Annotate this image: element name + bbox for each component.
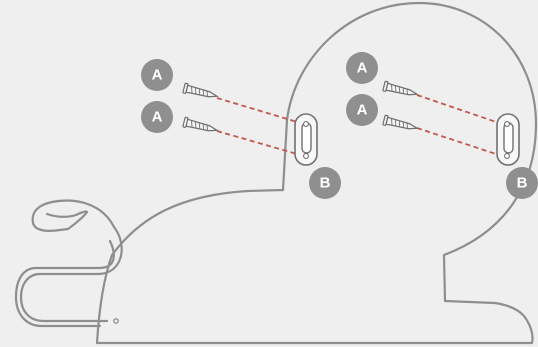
- label-badge-a-right-bottom: A: [346, 94, 378, 126]
- label-a-text: A: [152, 67, 163, 84]
- label-a-text: A: [357, 102, 368, 119]
- base-hole: [113, 318, 119, 324]
- screw-right-bottom: [382, 114, 419, 134]
- screw-left-bottom: [182, 116, 219, 136]
- label-badge-a-right-top: A: [346, 52, 378, 84]
- label-a-text: A: [357, 60, 368, 77]
- guide-line-right-bottom: [416, 127, 503, 157]
- label-badge-a-left-bottom: A: [141, 101, 173, 133]
- guide-line-left-top: [216, 97, 305, 125]
- cable-loop: [14, 239, 115, 328]
- label-a-text: A: [152, 109, 163, 126]
- bracket-right: [496, 113, 520, 166]
- guide-line-right-top: [416, 94, 503, 125]
- bracket-left: [294, 113, 318, 166]
- screw-left-top: [182, 82, 219, 102]
- cable-loop-inner: [19, 199, 123, 323]
- guide-line-left-bottom: [216, 130, 305, 157]
- label-badge-a-left-top: A: [141, 59, 173, 91]
- screw-right-top: [382, 80, 419, 100]
- label-b-text: B: [320, 175, 331, 192]
- stand-outline: [95, 1, 538, 345]
- label-badge-b-left: B: [309, 167, 341, 199]
- label-b-text: B: [517, 175, 528, 192]
- label-badge-b-right: B: [506, 167, 538, 199]
